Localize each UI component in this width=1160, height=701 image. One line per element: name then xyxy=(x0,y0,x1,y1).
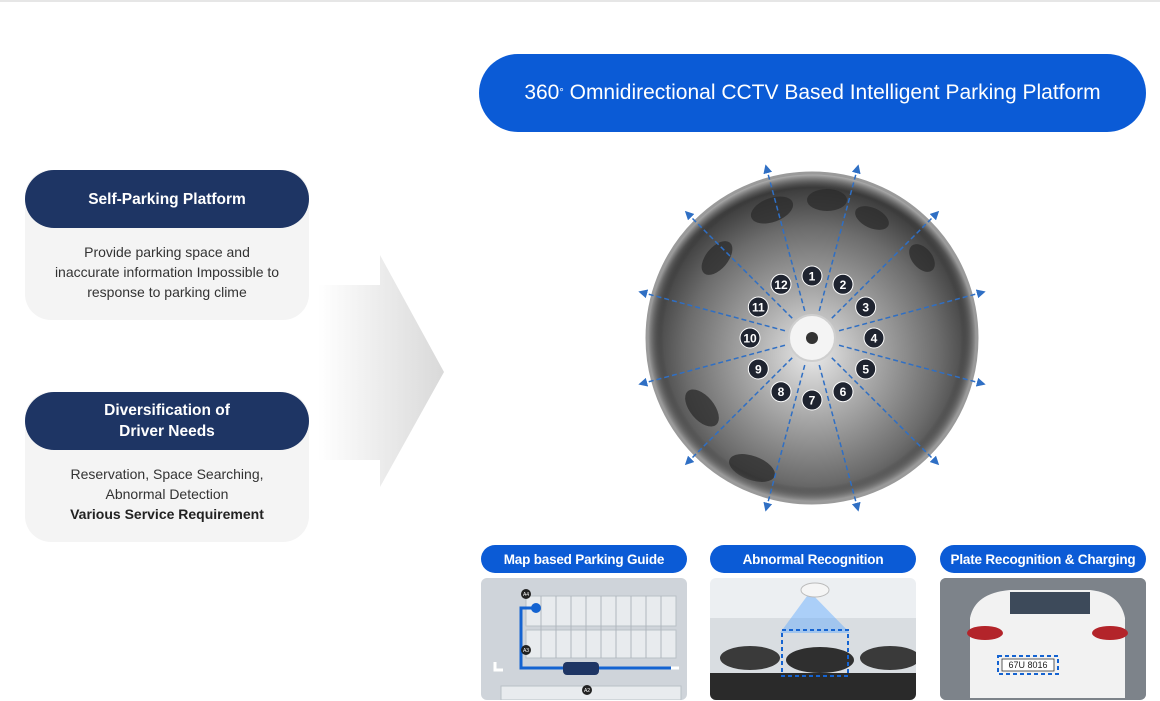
zone-badge xyxy=(801,265,823,287)
plate-recognition-label: Plate Recognition & Charging xyxy=(940,545,1146,573)
zone-number: 3 xyxy=(862,301,869,315)
zone-badge xyxy=(855,296,877,318)
coverage-arrow xyxy=(684,357,793,466)
coverage-arrow xyxy=(763,364,806,512)
card-title: Diversification of Driver Needs xyxy=(25,392,309,450)
zone-number: 11 xyxy=(752,301,765,315)
coverage-arrow xyxy=(818,164,861,312)
coverage-arrow xyxy=(838,289,986,332)
coverage-arrow xyxy=(763,164,806,312)
zone-number: 1 xyxy=(809,270,816,284)
map-marker-a3: A3 xyxy=(523,648,529,654)
coverage-arrow xyxy=(838,344,986,387)
coverage-arrow xyxy=(684,210,793,319)
zone-badge xyxy=(832,381,854,403)
card-title-text: Diversification of xyxy=(104,402,230,419)
map-marker-a2: A2 xyxy=(584,688,590,694)
zone-number: 6 xyxy=(840,385,847,399)
self-parking-card: Self-Parking Platform Provide parking sp… xyxy=(25,170,309,320)
zone-badge xyxy=(747,296,769,318)
zone-badge xyxy=(855,358,877,380)
banner-prefix: 360 xyxy=(524,81,560,104)
map-guide-label: Map based Parking Guide xyxy=(481,545,687,573)
card-line: Abnormal Detection xyxy=(105,486,229,502)
card-title-text: Self-Parking Platform xyxy=(88,190,246,208)
map-marker-a4: A4 xyxy=(523,592,529,598)
zone-badge xyxy=(863,327,885,349)
zone-badge xyxy=(739,327,761,349)
card-title: Self-Parking Platform xyxy=(25,170,309,228)
zone-badge xyxy=(832,273,854,295)
coverage-arrows xyxy=(638,164,986,512)
top-divider xyxy=(0,0,1160,2)
zone-number: 9 xyxy=(755,363,762,377)
zone-number: 7 xyxy=(809,394,816,408)
right-arrow-icon xyxy=(318,255,444,487)
coverage-arrow xyxy=(818,364,861,512)
card-emphasis: Various Service Requirement xyxy=(70,506,264,522)
service-label-text: Abnormal Recognition xyxy=(742,551,884,567)
zone-number: 10 xyxy=(743,332,757,346)
parking-map-thumbnail: A4 A3 A2 xyxy=(481,578,687,700)
zone-number: 2 xyxy=(840,278,847,292)
card-line: Provide parking space and xyxy=(84,244,250,260)
service-label-text: Plate Recognition & Charging xyxy=(950,551,1136,567)
zone-badge xyxy=(747,358,769,380)
card-line: response to parking clime xyxy=(87,284,247,300)
plate-recognition-thumbnail: 67U 8016 xyxy=(940,578,1146,700)
zone-badge xyxy=(770,273,792,295)
zone-number: 12 xyxy=(774,278,788,292)
license-plate-text: 67U 8016 xyxy=(1008,660,1047,670)
zone-badge xyxy=(770,381,792,403)
card-description: Provide parking space and inaccurate inf… xyxy=(25,228,309,302)
degree-symbol: ° xyxy=(559,87,564,99)
zone-badge xyxy=(801,389,823,411)
card-title-text: Driver Needs xyxy=(119,423,215,440)
platform-title-banner: 360° Omnidirectional CCTV Based Intellig… xyxy=(479,54,1146,132)
service-label-text: Map based Parking Guide xyxy=(503,551,665,567)
card-description: Reservation, Space Searching, Abnormal D… xyxy=(25,450,309,524)
zone-number: 8 xyxy=(778,385,785,399)
card-line: inaccurate information Impossible to xyxy=(54,264,280,280)
card-line: Reservation, Space Searching, xyxy=(70,466,264,482)
zone-number: 5 xyxy=(862,363,869,377)
zone-number: 4 xyxy=(871,332,878,346)
abnormal-recognition-thumbnail xyxy=(710,578,916,700)
driver-needs-card: Diversification of Driver Needs Reservat… xyxy=(25,392,309,542)
abnormal-recognition-label: Abnormal Recognition xyxy=(710,545,916,573)
banner-text: Omnidirectional CCTV Based Intelligent P… xyxy=(569,81,1101,104)
